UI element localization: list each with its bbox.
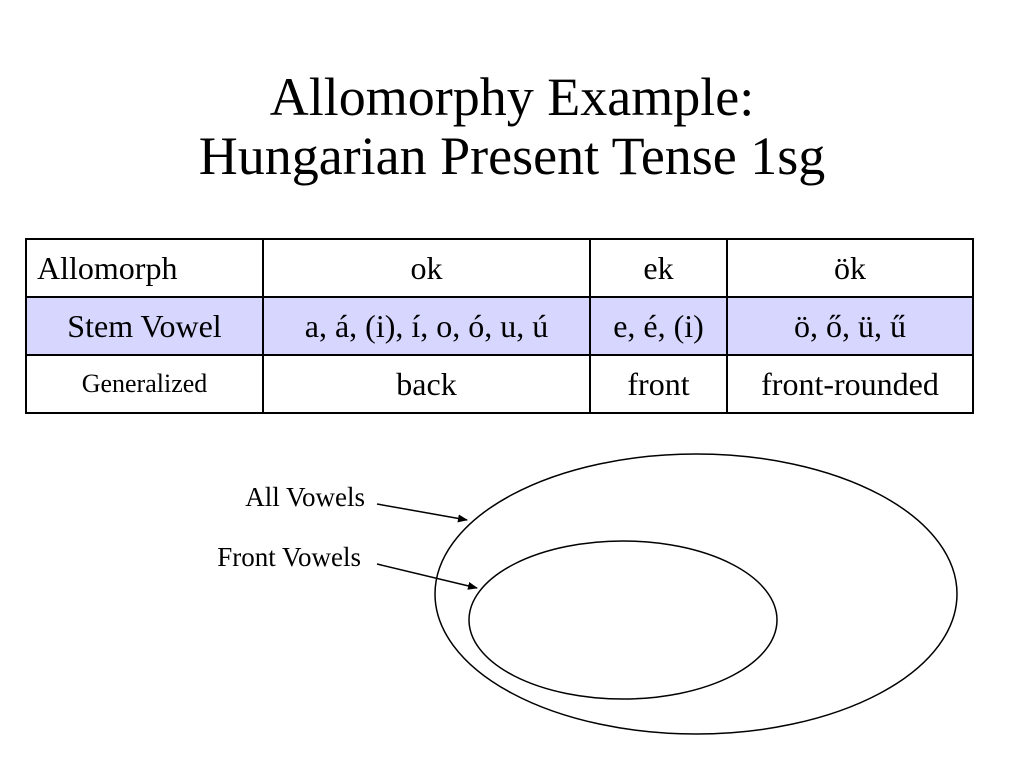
- front-vowels-arrow: [376, 563, 478, 590]
- slide-title: Allomorphy Example: Hungarian Present Te…: [0, 67, 1024, 187]
- all-vowels-arrow: [376, 503, 468, 523]
- row-header-generalized: Generalized: [25, 354, 264, 414]
- cell-allomorph-back: ok: [262, 238, 591, 298]
- front-vowels-label: Front Vowels: [217, 542, 361, 572]
- cell-allomorph-front-rounded: ök: [726, 238, 974, 298]
- cell-generalized-back: back: [262, 354, 591, 414]
- cell-stem-vowel-back: a, á, (i), í, o, ó, u, ú: [262, 296, 591, 356]
- all-vowels-ellipse: [434, 453, 958, 735]
- cell-stem-vowel-front: e, é, (i): [589, 296, 728, 356]
- cell-stem-vowel-front-rounded: ö, ő, ü, ű: [726, 296, 974, 356]
- cell-generalized-front: front: [589, 354, 728, 414]
- allomorph-table: Allomorph ok ek ök Stem Vowel a, á, (i),…: [25, 238, 974, 414]
- row-header-allomorph: Allomorph: [25, 238, 264, 298]
- table-row-stem-vowel: Stem Vowel a, á, (i), í, o, ó, u, ú e, é…: [25, 296, 974, 356]
- all-vowels-label: All Vowels: [245, 482, 365, 512]
- table-row-allomorph: Allomorph ok ek ök: [25, 238, 974, 298]
- cell-allomorph-front: ek: [589, 238, 728, 298]
- cell-generalized-front-rounded: front-rounded: [726, 354, 974, 414]
- title-line-1: Allomorphy Example:: [269, 67, 755, 127]
- front-vowels-ellipse: [468, 540, 778, 700]
- row-header-stem-vowel: Stem Vowel: [25, 296, 264, 356]
- title-line-2: Hungarian Present Tense 1sg: [198, 126, 826, 187]
- table-row-generalized: Generalized back front front-rounded: [25, 354, 974, 414]
